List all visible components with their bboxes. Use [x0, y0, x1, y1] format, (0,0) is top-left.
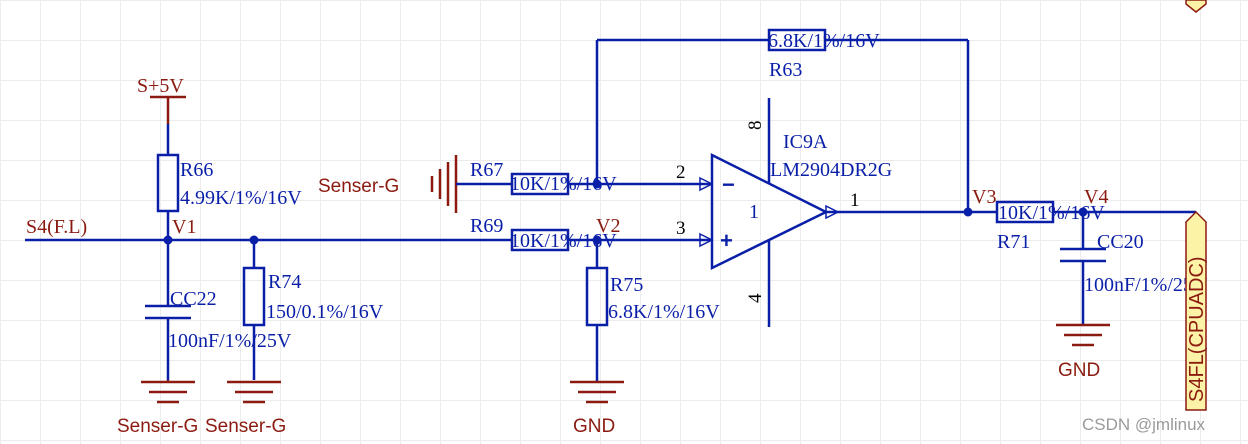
r69-value: 10K/1%/16V: [510, 230, 617, 252]
opamp-pin-3-label: 3: [676, 218, 686, 239]
r67-ref: R67: [470, 159, 503, 181]
cc20-value: 100nF/1%/25V: [1084, 274, 1208, 296]
ground-label-3: GND: [573, 416, 615, 437]
net-label-v3: V3: [972, 186, 996, 208]
port-label: S4FL(CPUADC): [1186, 256, 1208, 402]
opamp-plus-sign: +: [720, 228, 733, 253]
r63-value: 6.8K/1%/16V: [768, 30, 880, 52]
net-label-v2: V2: [596, 215, 620, 237]
r66-value: 4.99K/1%/16V: [180, 187, 302, 209]
r63-ref: R63: [769, 59, 802, 81]
r74-body: [242, 266, 266, 327]
cc22-ref: CC22: [170, 288, 217, 310]
net-label-v4: V4: [1084, 186, 1108, 208]
ground-label-1: Senser-G: [117, 416, 198, 437]
r74-value: 150/0.1%/16V: [266, 301, 384, 323]
r66-body: [156, 153, 180, 213]
cc22-value: 100nF/1%/25V: [168, 330, 292, 352]
port-top-fragment: [1185, 0, 1207, 13]
cc20-ref: CC20: [1097, 231, 1144, 253]
ground-symbol-2: [227, 380, 281, 404]
opamp-pin-4-label: 4: [745, 293, 766, 303]
net-label-s4fl: S4(F.L): [26, 216, 87, 238]
opamp-pin-2-label: 2: [676, 162, 686, 183]
r66-ref: R66: [180, 159, 213, 181]
ground-label-4: GND: [1058, 360, 1100, 381]
ground-label-2: Senser-G: [205, 416, 286, 437]
opamp-clock-noninv: [699, 232, 714, 248]
opamp-unit: 1: [749, 201, 759, 223]
opamp-clock-inv: [699, 176, 714, 192]
opamp-out-arrow: [825, 204, 840, 220]
r71-ref: R71: [997, 231, 1030, 253]
ground-symbol-4: [1056, 323, 1110, 347]
r75-ref: R75: [610, 274, 643, 296]
net-label-senser-g: Senser-G: [318, 176, 399, 197]
r67-value: 10K/1%/16V: [510, 173, 617, 195]
opamp-pin-8-label: 8: [745, 121, 766, 131]
net-label-v1: V1: [172, 216, 196, 238]
opamp-part: LM2904DR2G: [770, 159, 892, 181]
power-label-s5v: S+5V: [137, 75, 184, 97]
opamp-ref: IC9A: [783, 131, 828, 153]
ground-symbol-3: [570, 380, 624, 404]
opamp-minus-sign: −: [722, 172, 735, 197]
watermark: CSDN @jmlinux: [1082, 415, 1206, 434]
r75-value: 6.8K/1%/16V: [608, 301, 720, 323]
opamp-pin-1-label: 1: [850, 190, 860, 211]
port-s4fl-cpuadc: [1185, 210, 1207, 411]
ground-symbol-1: [141, 380, 195, 404]
r71-value: 10K/1%/16V: [998, 202, 1105, 224]
r75-body: [585, 266, 609, 327]
r69-ref: R69: [470, 215, 503, 237]
r74-ref: R74: [268, 271, 301, 293]
senser-g-ground-symbol: [430, 155, 458, 213]
